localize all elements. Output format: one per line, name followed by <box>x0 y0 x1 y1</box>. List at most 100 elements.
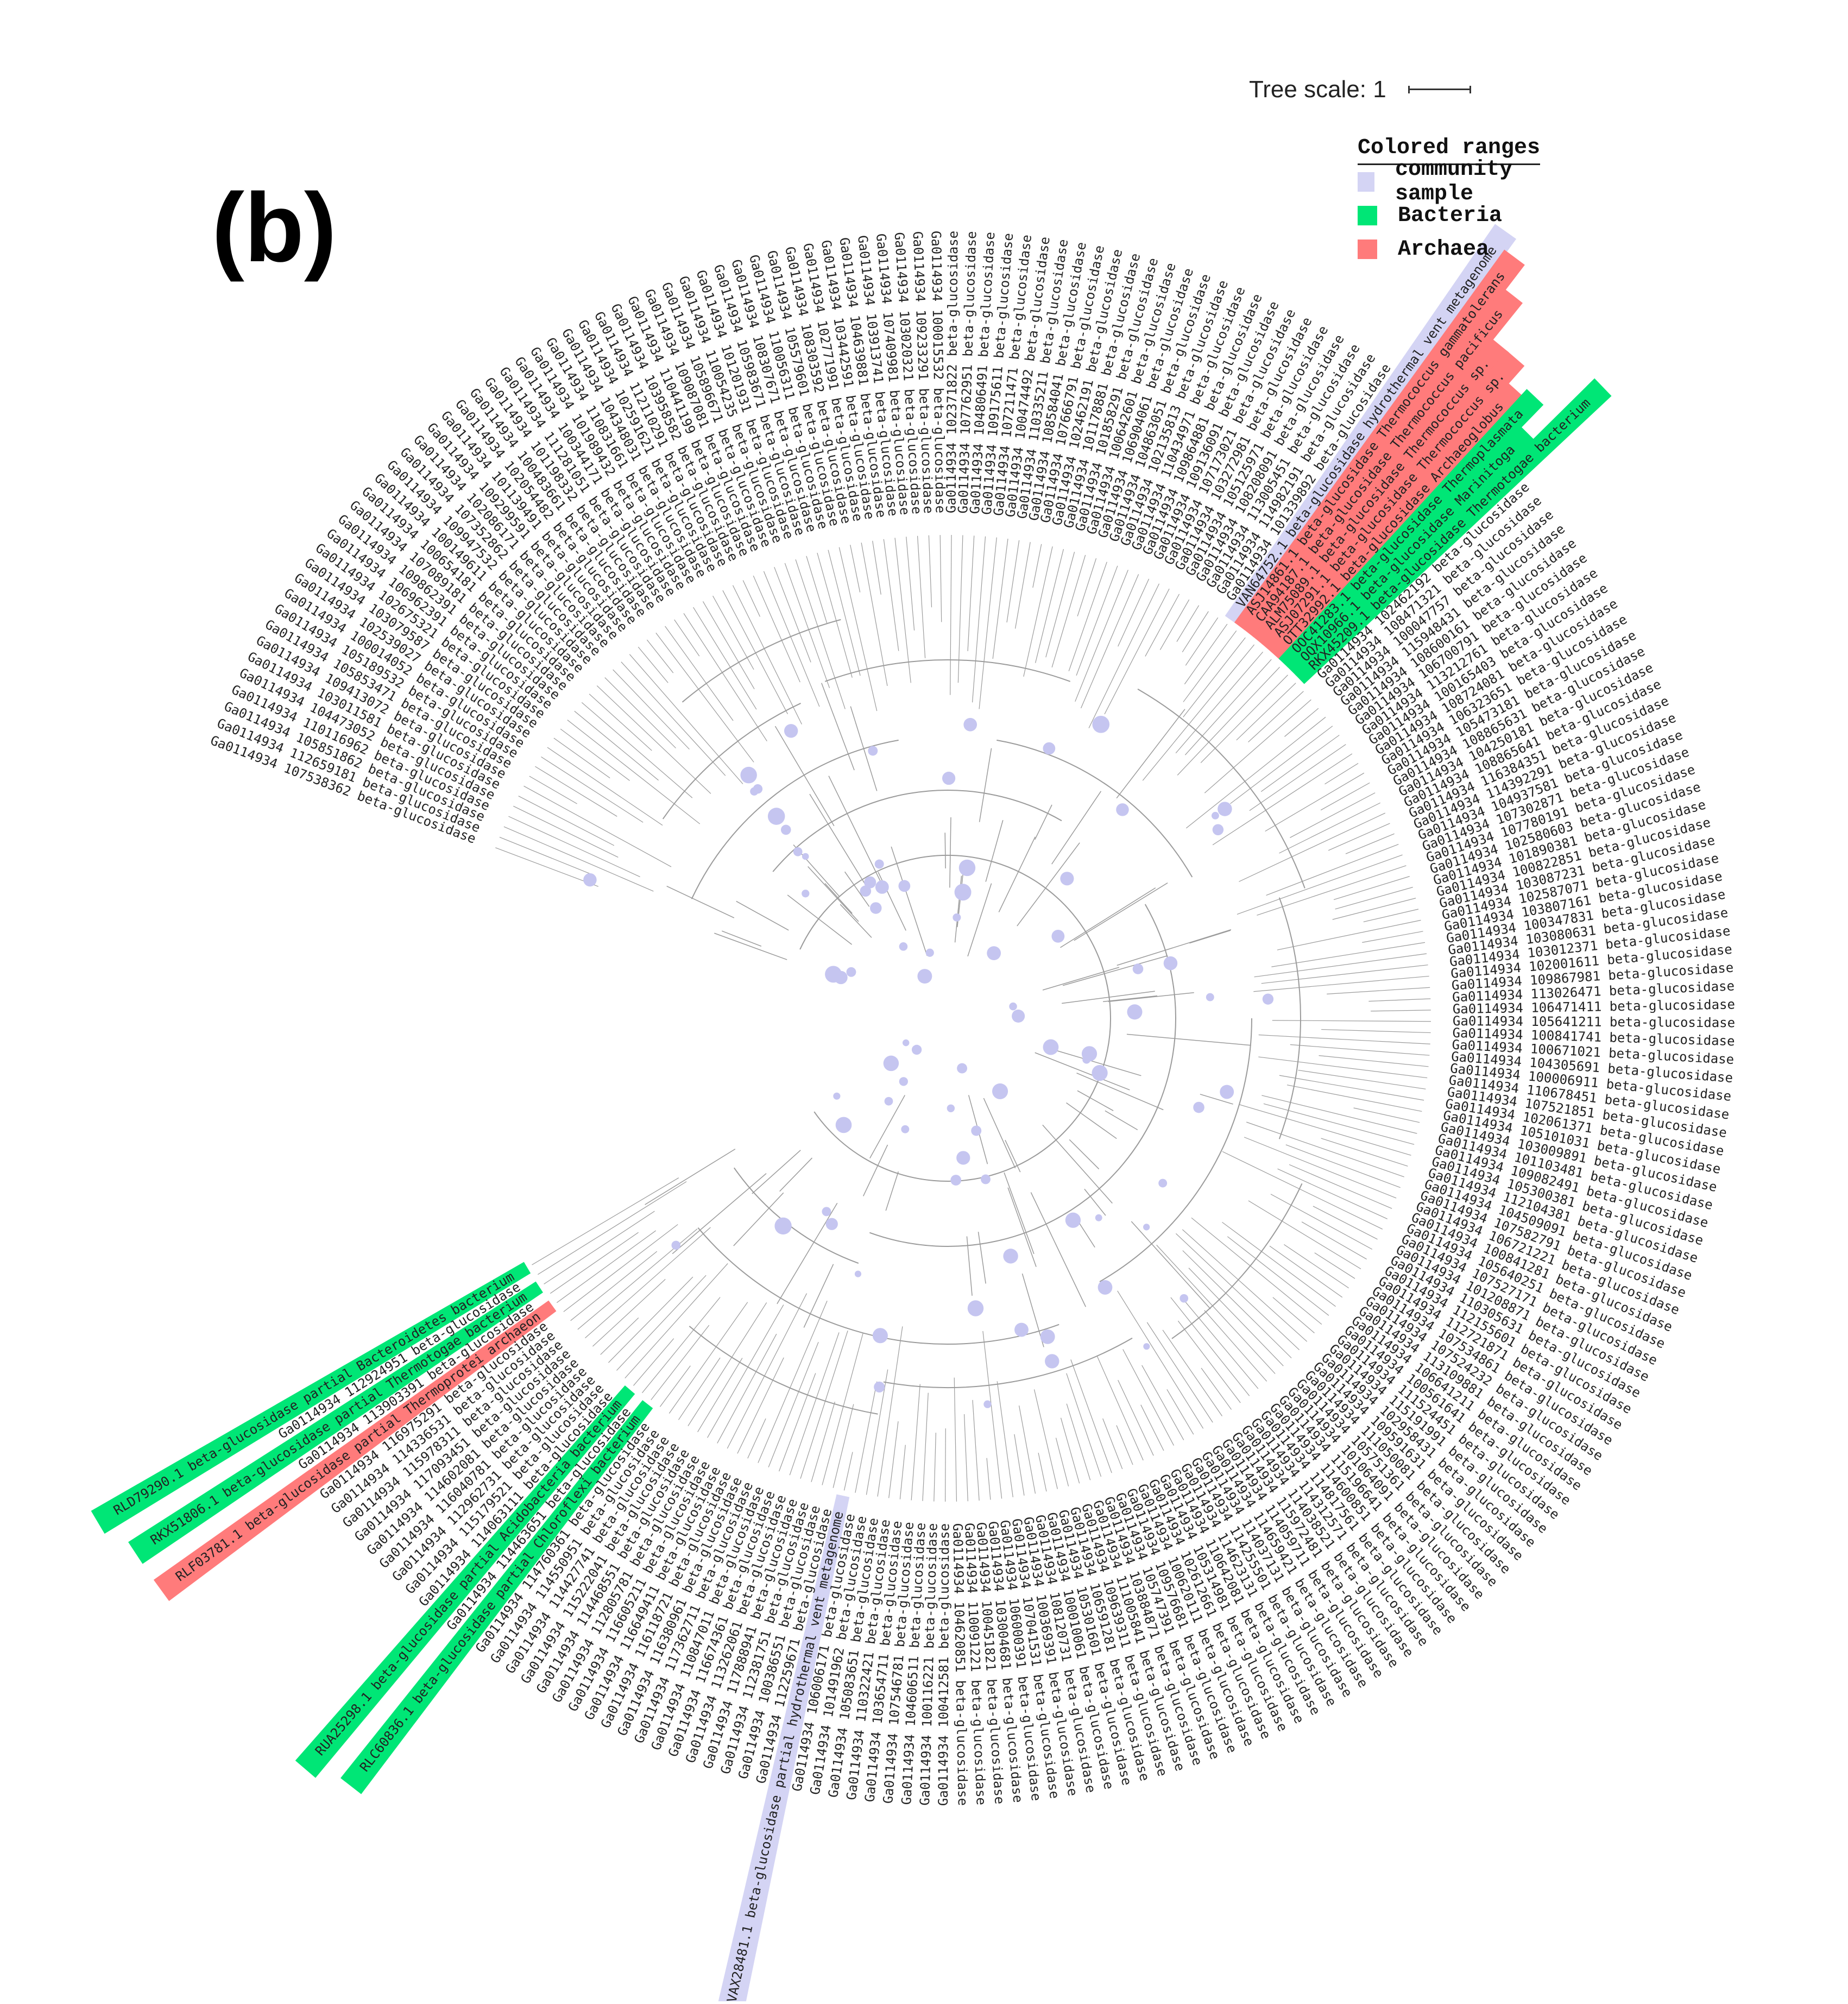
internal-branch-arc <box>682 619 841 703</box>
bootstrap-node <box>953 913 961 922</box>
leaf-branch <box>979 537 997 709</box>
leaf-branch <box>1266 843 1399 896</box>
leaf-branch <box>1254 953 1427 978</box>
leaf-branch <box>1222 1151 1383 1230</box>
leaf-branch <box>768 1341 819 1467</box>
leaf-branch <box>1184 623 1228 685</box>
bootstrap-node <box>1045 1354 1059 1369</box>
bootstrap-node <box>1116 803 1129 816</box>
leaf-branch <box>861 543 888 686</box>
leaf-branch <box>758 1301 828 1463</box>
bootstrap-node <box>1040 1329 1055 1344</box>
leaf-branch <box>1265 772 1365 832</box>
leaf-branch <box>503 826 654 892</box>
internal-branch <box>809 793 869 891</box>
internal-branch <box>1116 709 1185 799</box>
leaf-branch <box>1290 792 1376 838</box>
leaf-branch <box>1298 1069 1426 1089</box>
leaf-branch <box>592 1278 666 1347</box>
bootstrap-node <box>971 1125 982 1136</box>
leaf-branch <box>541 757 644 823</box>
colored-range-strip <box>1278 389 1544 668</box>
leaf-branch <box>1204 1310 1267 1382</box>
leaf-branch <box>1014 542 1031 629</box>
leaf-branch <box>954 1377 957 1502</box>
bootstrap-node <box>1211 811 1219 820</box>
leaf-branch <box>1033 1389 1058 1489</box>
internal-branch-arc <box>662 703 801 820</box>
leaf-branch <box>1368 998 1431 1002</box>
bootstrap-node <box>868 746 878 756</box>
internal-branch <box>977 1232 986 1284</box>
leaf-labels-layer: Ga0114934 107538362 beta-glucosidaseGa01… <box>111 231 1735 2004</box>
leaf-branch <box>616 1275 707 1371</box>
internal-branch <box>1035 804 1052 840</box>
bootstrap-node <box>875 880 889 894</box>
leaf-branch <box>1038 1452 1047 1492</box>
internal-branch <box>821 683 855 771</box>
bootstrap-node <box>1143 1224 1150 1231</box>
leaf-branch <box>963 1414 968 1502</box>
leaf-branch <box>1201 1367 1232 1410</box>
leaf-branch <box>1227 1236 1329 1316</box>
legend-title: Colored ranges <box>1358 136 1541 165</box>
leaf-branch <box>753 575 800 683</box>
leaf-branch <box>1146 1322 1213 1423</box>
leaf-branch <box>697 1358 743 1433</box>
internal-branch <box>1062 955 1168 986</box>
leaf-branch <box>1182 1229 1308 1342</box>
leaf-branch <box>683 613 767 741</box>
internal-branch <box>752 1150 801 1194</box>
leaf-branch <box>1077 558 1097 616</box>
leaf-branch <box>613 669 690 750</box>
leaf-branch <box>585 1227 711 1339</box>
internal-branch <box>885 1171 899 1211</box>
internal-branch-arc <box>772 790 1062 872</box>
leaf-branch <box>737 1357 784 1454</box>
bootstrap-node <box>1193 1101 1204 1113</box>
leaf-branch <box>1156 1245 1276 1374</box>
internal-branch <box>1042 967 1120 991</box>
leaf-branch <box>1272 1297 1315 1333</box>
leaf-branch <box>1258 1056 1428 1079</box>
leaf-branch <box>939 535 942 622</box>
bootstrap-node <box>753 784 763 794</box>
internal-branch <box>666 886 735 918</box>
leaf-branch <box>1237 854 1403 915</box>
bootstrap-node <box>802 890 810 898</box>
tree-scale-bar <box>1408 86 1471 93</box>
legend-label-bacteria: Bacteria <box>1398 203 1503 228</box>
leaf-branch <box>1200 675 1288 763</box>
bootstrap-node <box>1212 824 1224 835</box>
internal-branch <box>714 932 787 960</box>
leaf-branch <box>747 1418 766 1459</box>
internal-branch <box>779 1157 813 1192</box>
bootstrap-node <box>835 1117 852 1133</box>
colored-range-strip <box>1295 378 1612 684</box>
bootstrap-node <box>950 1175 962 1186</box>
internal-branch <box>803 1264 834 1328</box>
leaf-branch <box>1270 1194 1373 1250</box>
leaf-branch <box>1183 630 1237 702</box>
leaf-branch <box>899 1445 906 1499</box>
bootstrap-node <box>917 969 932 984</box>
colored-range-strip <box>1243 287 1523 638</box>
leaf-branch <box>495 847 598 887</box>
bootstrap-node <box>1098 1280 1113 1295</box>
leaf-branch <box>1118 578 1150 647</box>
leaf-branch <box>906 537 915 631</box>
leaf-branch <box>717 1333 777 1444</box>
tree-branches-layer <box>495 535 1431 1502</box>
bootstrap-node <box>780 824 791 835</box>
bootstrap-node <box>899 1077 908 1086</box>
bootstrap-node <box>740 766 757 784</box>
leaf-branch <box>1066 1403 1091 1480</box>
colored-ranges-layer <box>91 224 1612 2004</box>
leaf-branch <box>1188 1268 1284 1366</box>
leaf-branch <box>917 535 926 658</box>
internal-branch <box>1035 1052 1130 1091</box>
internal-branch <box>850 706 878 791</box>
colored-range-strip <box>1270 381 1524 660</box>
leaf-branch <box>1324 762 1359 785</box>
